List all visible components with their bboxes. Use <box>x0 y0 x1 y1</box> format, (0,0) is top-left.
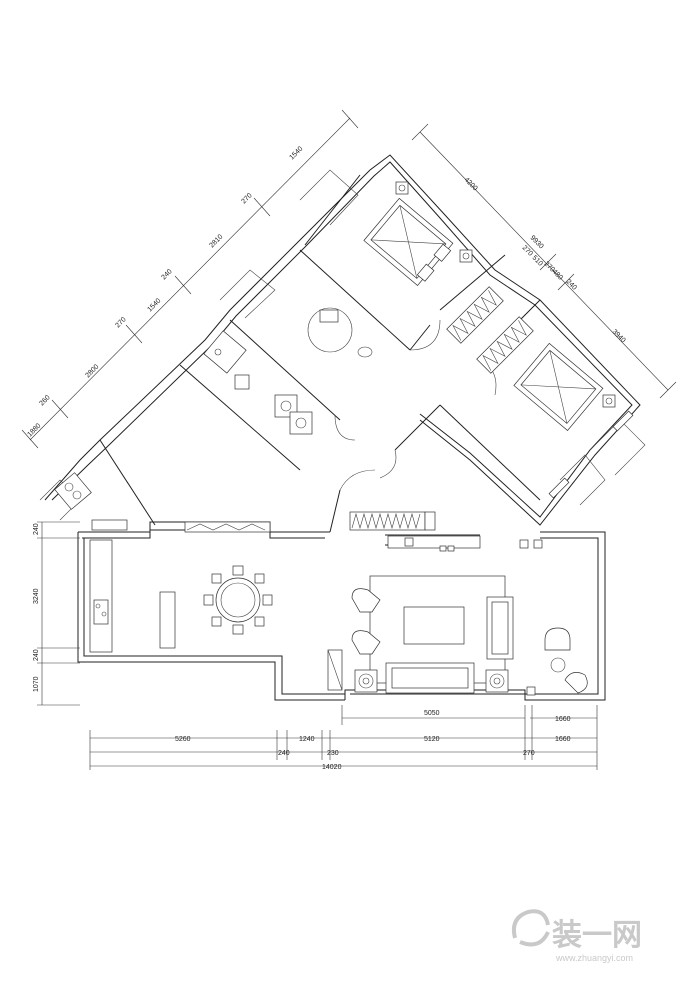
dim-diag-510: 510 <box>531 254 544 267</box>
dining-table <box>203 565 273 635</box>
top-left-diagonal-dimension <box>21 109 359 449</box>
kitchen-fixtures <box>54 309 373 510</box>
dim-bottom-5120: 5120 <box>424 736 440 743</box>
dim-diag-270c: 270 <box>521 244 534 257</box>
dim-left-1070: 1070 <box>33 676 40 692</box>
dim-diag-3940: 3940 <box>611 328 627 344</box>
wardrobe-lower <box>476 316 534 374</box>
bottom-dimension-lines <box>89 705 598 770</box>
dim-bottom-5260: 5260 <box>175 736 191 743</box>
dim-left-240a: 240 <box>33 523 40 535</box>
dim-bottom-total: 14020 <box>322 764 342 771</box>
left-dimension-lines <box>37 521 80 706</box>
watermark-url: www.zhuangyi.com <box>555 953 633 963</box>
dim-diag-270a: 270 <box>240 192 253 205</box>
dim-left-240b: 240 <box>33 649 40 661</box>
shoe-cabinet <box>349 511 436 531</box>
bed-1 <box>363 197 454 286</box>
living-furniture <box>327 535 588 696</box>
watermark-brand: 装一网 <box>552 919 642 952</box>
top-right-diagonal-dimension <box>411 123 677 399</box>
dim-left-3240: 3240 <box>33 588 40 604</box>
watermark-logo-icon <box>511 909 550 947</box>
dim-diag-1880: 1880 <box>26 422 42 438</box>
dim-bottom-5050: 5050 <box>424 710 440 717</box>
kitchen-counter <box>89 519 128 653</box>
dim-diag-240b: 240 <box>565 278 578 291</box>
dim-bottom-240: 240 <box>278 750 290 757</box>
wardrobe-upper <box>446 286 504 344</box>
watermark: 装一网 www.zhuangyi.com <box>511 909 642 963</box>
upper-rotated-walls <box>39 154 646 533</box>
radiator-units <box>548 410 634 499</box>
dim-diag-270b: 270 <box>114 316 127 329</box>
dim-diag-1540b: 1540 <box>146 297 162 313</box>
dim-bottom-230: 230 <box>327 750 339 757</box>
dim-diag-9930: 9930 <box>529 234 545 250</box>
sideboard <box>159 591 176 649</box>
dim-bottom-1660b: 1660 <box>555 736 571 743</box>
dim-diag-1540a: 1540 <box>288 145 304 161</box>
dim-bottom-1660a: 1660 <box>555 716 571 723</box>
dim-bottom-1240: 1240 <box>299 736 315 743</box>
living-dining-walls <box>77 521 606 701</box>
dim-diag-260: 260 <box>38 394 51 407</box>
dim-bottom-270: 270 <box>523 750 535 757</box>
tv-cabinet <box>184 521 271 533</box>
bed-2 <box>513 342 604 431</box>
dim-diag-240: 240 <box>160 268 173 281</box>
